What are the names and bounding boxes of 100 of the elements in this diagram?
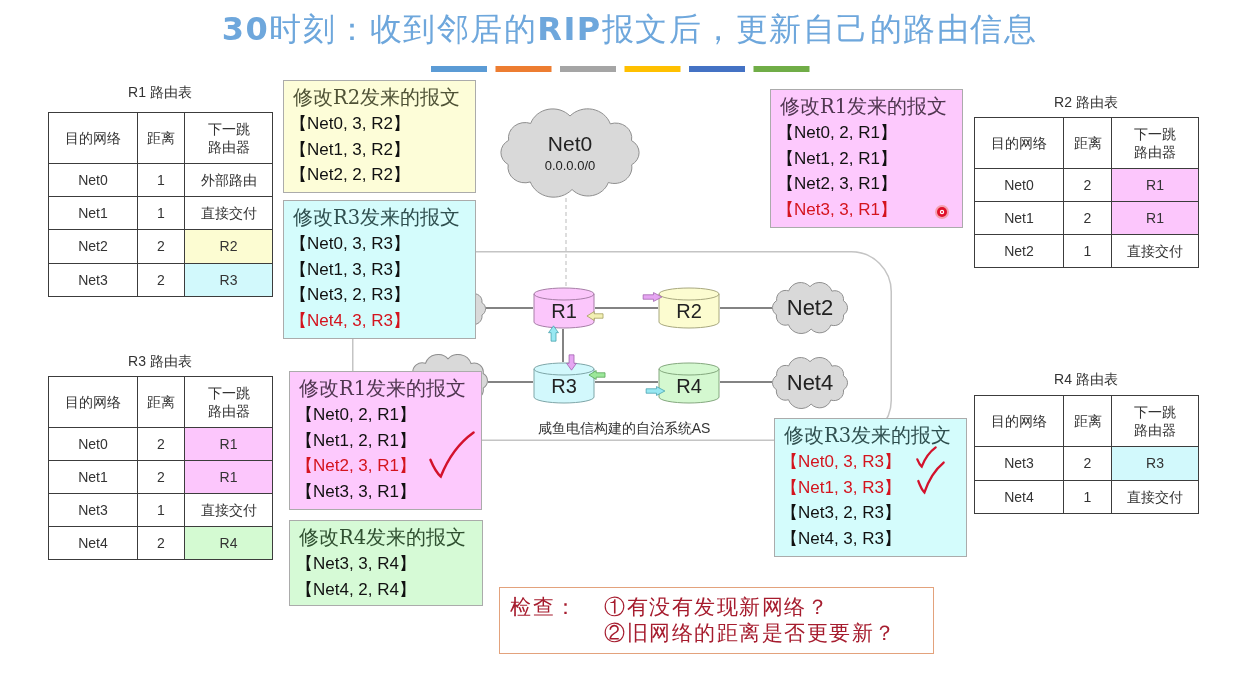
message-box	[289, 371, 482, 510]
route-entry: 【Net3, 3, R1】	[776, 198, 897, 221]
table-cell: R1	[184, 427, 273, 461]
route-entry: 【Net4, 3, R3】	[289, 309, 410, 332]
network-name: Net0	[547, 130, 593, 156]
route-entry: 【Net3, 3, R1】	[295, 480, 416, 503]
table-title: R1 路由表	[128, 83, 192, 101]
link-line	[562, 328, 564, 363]
route-entry: 【Net2, 3, R1】	[295, 455, 416, 477]
route-entry: 【Net1, 2, R1】	[295, 429, 416, 452]
header-cell: 下一跳路由器	[184, 376, 273, 428]
table-cell: R1	[1111, 201, 1199, 235]
router-name: R2	[676, 300, 702, 322]
table-cell: Net4	[974, 480, 1064, 514]
network-address: 0.0.0.0/0	[544, 156, 596, 175]
table-cell: Net1	[974, 201, 1064, 235]
table-title: R2 路由表	[1054, 93, 1118, 111]
table-cell: Net0	[48, 163, 138, 197]
table-cell: 外部路由	[184, 163, 273, 197]
table-cell: 2	[137, 263, 185, 297]
table-cell: Net0	[48, 427, 138, 461]
header-cell: 下一跳路由器	[184, 112, 273, 164]
link-line	[719, 381, 773, 383]
table-cell: R3	[184, 263, 273, 297]
table-cell: 2	[1063, 201, 1112, 235]
note-item: ①有没有发现新网络？	[604, 594, 829, 620]
header-cell: 距离	[1063, 117, 1112, 169]
table-cell: R1	[184, 460, 273, 494]
route-entry: 【Net0, 3, R2】	[289, 113, 410, 135]
page-title: 30时刻：收到邻居的RIP报文后，更新自己的路由信息	[221, 10, 1038, 48]
network-cloud	[772, 282, 848, 334]
route-entry: 【Net1, 3, R3】	[289, 258, 410, 281]
table-cell: Net2	[974, 234, 1064, 268]
table-title: R3 路由表	[128, 352, 192, 370]
route-entry: 【Net0, 3, R3】	[780, 451, 901, 473]
message-heading: 修改R1发来的报文	[779, 94, 948, 120]
route-entry: 【Net0, 2, R1】	[295, 404, 416, 426]
route-entry: 【Net1, 2, R1】	[776, 147, 897, 170]
link-line	[485, 307, 534, 309]
table-cell: 直接交付	[1111, 480, 1199, 514]
header-cell: 目的网络	[974, 395, 1064, 447]
table-cell: 2	[1063, 168, 1112, 202]
table-cell: 直接交付	[184, 493, 273, 527]
message-box	[774, 418, 967, 557]
router-name: R3	[551, 375, 577, 397]
header-cell: 距离	[1063, 395, 1112, 447]
header-cell: 目的网络	[48, 376, 138, 428]
message-heading: 修改R3发来的报文	[292, 205, 461, 231]
header-cell: 距离	[137, 112, 185, 164]
table-cell: 1	[137, 196, 185, 230]
message-box	[289, 520, 483, 606]
route-entry: 【Net0, 2, R1】	[776, 122, 897, 144]
link-line	[594, 307, 659, 309]
table-cell: 1	[1063, 480, 1112, 514]
table-cell: 1	[137, 163, 185, 197]
network-name: Net4	[786, 369, 834, 397]
link-line	[487, 381, 534, 383]
table-cell: Net3	[974, 446, 1064, 480]
route-entry: 【Net1, 3, R3】	[780, 476, 901, 499]
message-heading: 修改R2发来的报文	[292, 85, 461, 111]
table-cell: 2	[137, 460, 185, 494]
table-cell: 直接交付	[1111, 234, 1199, 268]
route-entry: 【Net4, 3, R3】	[780, 527, 901, 550]
table-cell: Net4	[48, 526, 138, 560]
message-box	[770, 89, 963, 228]
table-cell: 1	[1063, 234, 1112, 268]
table-cell: R3	[1111, 446, 1199, 480]
table-cell: R4	[184, 526, 273, 560]
route-entry: 【Net1, 3, R2】	[289, 138, 410, 161]
network-cloud	[772, 357, 848, 409]
table-cell: 2	[1063, 446, 1112, 480]
dashed-link-line	[565, 197, 567, 288]
message-heading: 修改R3发来的报文	[783, 423, 952, 449]
table-cell: R2	[184, 229, 273, 264]
table-cell: Net2	[48, 229, 138, 264]
table-cell: 直接交付	[184, 196, 273, 230]
table-cell: 2	[137, 229, 185, 264]
link-line	[594, 381, 659, 383]
route-entry: 【Net2, 3, R1】	[776, 173, 897, 195]
network-name: Net2	[786, 294, 834, 322]
route-entry: 【Net0, 3, R3】	[289, 233, 410, 255]
message-heading: 修改R4发来的报文	[298, 525, 467, 551]
route-entry: 【Net3, 2, R3】	[780, 502, 901, 524]
table-cell: 2	[137, 427, 185, 461]
table-cell: Net1	[48, 196, 138, 230]
router-name: R1	[551, 300, 577, 322]
header-cell: 目的网络	[48, 112, 138, 164]
table-title: R4 路由表	[1054, 370, 1118, 388]
table-cell: Net0	[974, 168, 1064, 202]
table-cell: Net3	[48, 493, 138, 527]
boundary-label: 咸鱼电信构建的自治系统AS	[537, 419, 711, 437]
note-box	[499, 587, 934, 654]
route-entry: 【Net2, 2, R2】	[289, 164, 410, 186]
table-cell: R1	[1111, 168, 1199, 202]
route-entry: 【Net3, 3, R4】	[295, 553, 416, 575]
header-cell: 下一跳路由器	[1111, 117, 1199, 169]
link-line	[719, 307, 773, 309]
message-heading: 修改R1发来的报文	[298, 376, 467, 402]
header-cell: 距离	[137, 376, 185, 428]
message-box	[283, 80, 476, 193]
